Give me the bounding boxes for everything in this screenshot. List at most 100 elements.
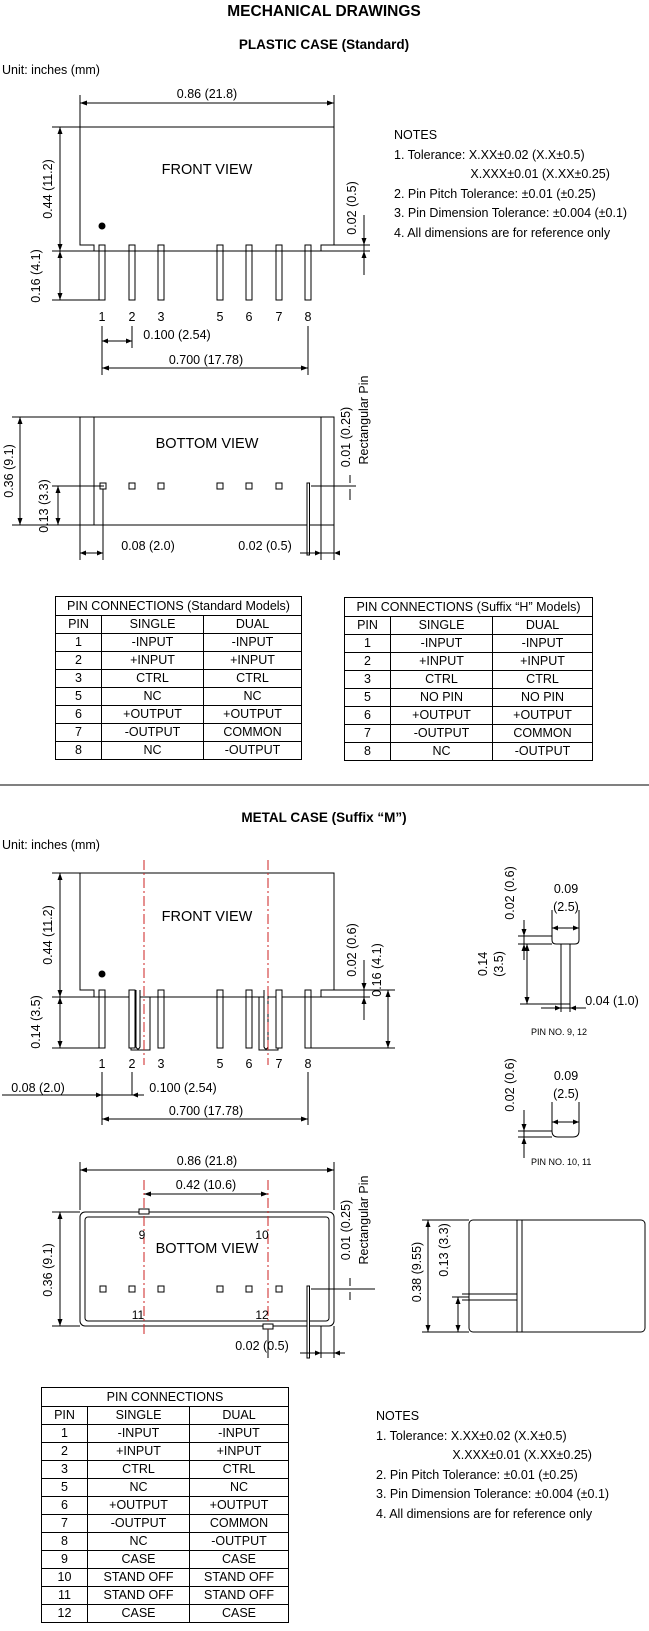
- detail9-standoff: 0.02 (0.6): [503, 866, 517, 920]
- dim-metal-pin-thickness: 0.01 (0.25): [339, 1200, 353, 1260]
- metal-rectangular-pin-label: Rectangular Pin: [357, 1175, 371, 1264]
- notes-bottom: NOTES 1. Tolerance: X.XX±0.02 (X.X±0.5) …: [376, 1407, 609, 1524]
- dim-metal-pitch: 0.100 (2.54): [149, 1081, 216, 1095]
- table-row: 2+INPUT+INPUT: [55, 651, 302, 670]
- table-header: PIN: [344, 616, 391, 635]
- table-cell: CTRL: [390, 670, 493, 689]
- table-cell: 6: [55, 705, 102, 724]
- notes-top-line-3: 2. Pin Pitch Tolerance: ±0.01 (±0.25): [394, 186, 596, 201]
- metal-pin-label-8: 8: [305, 1057, 312, 1071]
- metal-front-body: [79, 872, 335, 998]
- detail9-length-mm: (3.5): [492, 951, 506, 977]
- metal-front-view-label: FRONT VIEW: [162, 909, 253, 925]
- case-pin-9: [135, 990, 141, 1050]
- pin-label-1: 1: [99, 310, 106, 324]
- plastic-front-pins: [98, 244, 312, 301]
- pin-label-7: 7: [276, 310, 283, 324]
- table-cell: NO PIN: [492, 688, 593, 707]
- detail9-label: PIN NO. 9, 12: [531, 1027, 587, 1037]
- notes-bottom-line-3: 2. Pin Pitch Tolerance: ±0.01 (±0.25): [376, 1467, 578, 1482]
- metal-pin-label-5: 5: [217, 1057, 224, 1071]
- dim-metal-side-width: 0.38 (9.55): [410, 1242, 424, 1302]
- table-cell: +INPUT: [390, 652, 493, 671]
- table-cell: 6: [344, 706, 391, 725]
- table-cell: +INPUT: [203, 651, 302, 670]
- metal-pin-label-3: 3: [158, 1057, 165, 1071]
- table-cell: +OUTPUT: [87, 1496, 190, 1515]
- bottom-pin-label-10: 10: [255, 1228, 269, 1242]
- plastic-rectangular-pin-label: Rectangular Pin: [357, 375, 371, 464]
- notes-bottom-line-5: 4. All dimensions are for reference only: [376, 1506, 593, 1521]
- pin-label-6: 6: [246, 310, 253, 324]
- table-cell: 1: [344, 634, 391, 653]
- table-title: PIN CONNECTIONS (Standard Models): [55, 596, 302, 616]
- unit-label-metal: Unit: inches (mm): [2, 838, 100, 852]
- table-cell: STAND OFF: [189, 1586, 289, 1605]
- table-cell: +INPUT: [87, 1442, 190, 1461]
- dim-metal-case-pin-spacing: 0.42 (10.6): [176, 1178, 236, 1192]
- table-cell: 11: [41, 1586, 88, 1605]
- dim-metal-case-pin-length: 0.16 (4.1): [370, 943, 384, 997]
- metal-pin-label-7: 7: [276, 1057, 283, 1071]
- table-header: DUAL: [203, 615, 302, 634]
- plastic-front-view-label: FRONT VIEW: [162, 162, 253, 178]
- table-cell: NC: [390, 742, 493, 761]
- table-cell: CTRL: [203, 669, 302, 688]
- pin-table-metal: PIN CONNECTIONS PIN SINGLE DUAL 1-INPUT-…: [41, 1387, 289, 1623]
- notes-bottom-line-4: 3. Pin Dimension Tolerance: ±0.004 (±0.1…: [376, 1487, 610, 1501]
- table-header: SINGLE: [101, 615, 204, 634]
- detail10-standoff: 0.02 (0.6): [503, 1058, 517, 1112]
- table-cell: 8: [41, 1532, 88, 1551]
- detail-pin-9-12: 0.02 (0.6) 0.09 (2.5) 0.14 (3.5) 0.04 (1…: [476, 866, 639, 1037]
- metal-bottom-pads: [99, 1285, 310, 1359]
- plastic-front-body: [79, 126, 335, 252]
- table-cell: 5: [55, 687, 102, 706]
- rectangular-pin-8: [306, 482, 310, 556]
- dim-metal-length: 0.86 (21.8): [177, 1154, 237, 1168]
- table-cell: NC: [101, 687, 204, 706]
- dim-plastic-bottom-standoff: 0.02 (0.5): [238, 539, 292, 553]
- detail10-label: PIN NO. 10, 11: [531, 1157, 591, 1167]
- table-cell: 12: [41, 1604, 88, 1623]
- detail10-width-mm: (2.5): [553, 1087, 579, 1101]
- table-cell: 7: [344, 724, 391, 743]
- metal-side-body: [468, 1219, 646, 1333]
- table-cell: 2: [344, 652, 391, 671]
- metal-pin-label-6: 6: [246, 1057, 253, 1071]
- table-row: 2+INPUT+INPUT: [41, 1442, 289, 1461]
- pin-label-8: 8: [305, 310, 312, 324]
- table-cell: 10: [41, 1568, 88, 1587]
- table-cell: +OUTPUT: [203, 705, 302, 724]
- dim-metal-span: 0.700 (17.78): [169, 1104, 243, 1118]
- pin-label-3: 3: [158, 310, 165, 324]
- dim-plastic-end-offset: 0.08 (2.0): [121, 539, 175, 553]
- table-row: 6+OUTPUT+OUTPUT: [344, 706, 593, 725]
- table-cell: +OUTPUT: [492, 706, 593, 725]
- table-cell: CASE: [87, 1604, 190, 1623]
- table-cell: NO PIN: [390, 688, 493, 707]
- bottom-pin-label-12: 12: [255, 1308, 269, 1322]
- table-header: SINGLE: [390, 616, 493, 635]
- plastic-front-view: 0.86 (21.8) FRONT VIEW 0.44 (11.2) 0.16 …: [29, 87, 370, 375]
- dim-plastic-length: 0.86 (21.8): [177, 87, 237, 101]
- pin1-marker-dot-metal: [98, 970, 106, 978]
- detail-pin-10-11: 0.02 (0.6) 0.09 (2.5) PIN NO. 10, 11: [503, 1058, 591, 1167]
- table-cell: COMMON: [189, 1514, 289, 1533]
- dim-metal-height: 0.44 (11.2): [41, 905, 55, 965]
- notes-top-line-2: X.XXX±0.01 (X.XX±0.25): [394, 167, 610, 181]
- table-cell: NC: [101, 741, 204, 760]
- table-header: PIN: [41, 1406, 88, 1425]
- table-cell: +OUTPUT: [101, 705, 204, 724]
- table-row: 6+OUTPUT+OUTPUT: [55, 705, 302, 724]
- table-cell: 6: [41, 1496, 88, 1515]
- table-row: 6+OUTPUT+OUTPUT: [41, 1496, 289, 1515]
- notes-bottom-line-2: X.XXX±0.01 (X.XX±0.25): [376, 1448, 592, 1462]
- case-pin-12: [263, 990, 269, 1050]
- table-cell: -INPUT: [189, 1424, 289, 1443]
